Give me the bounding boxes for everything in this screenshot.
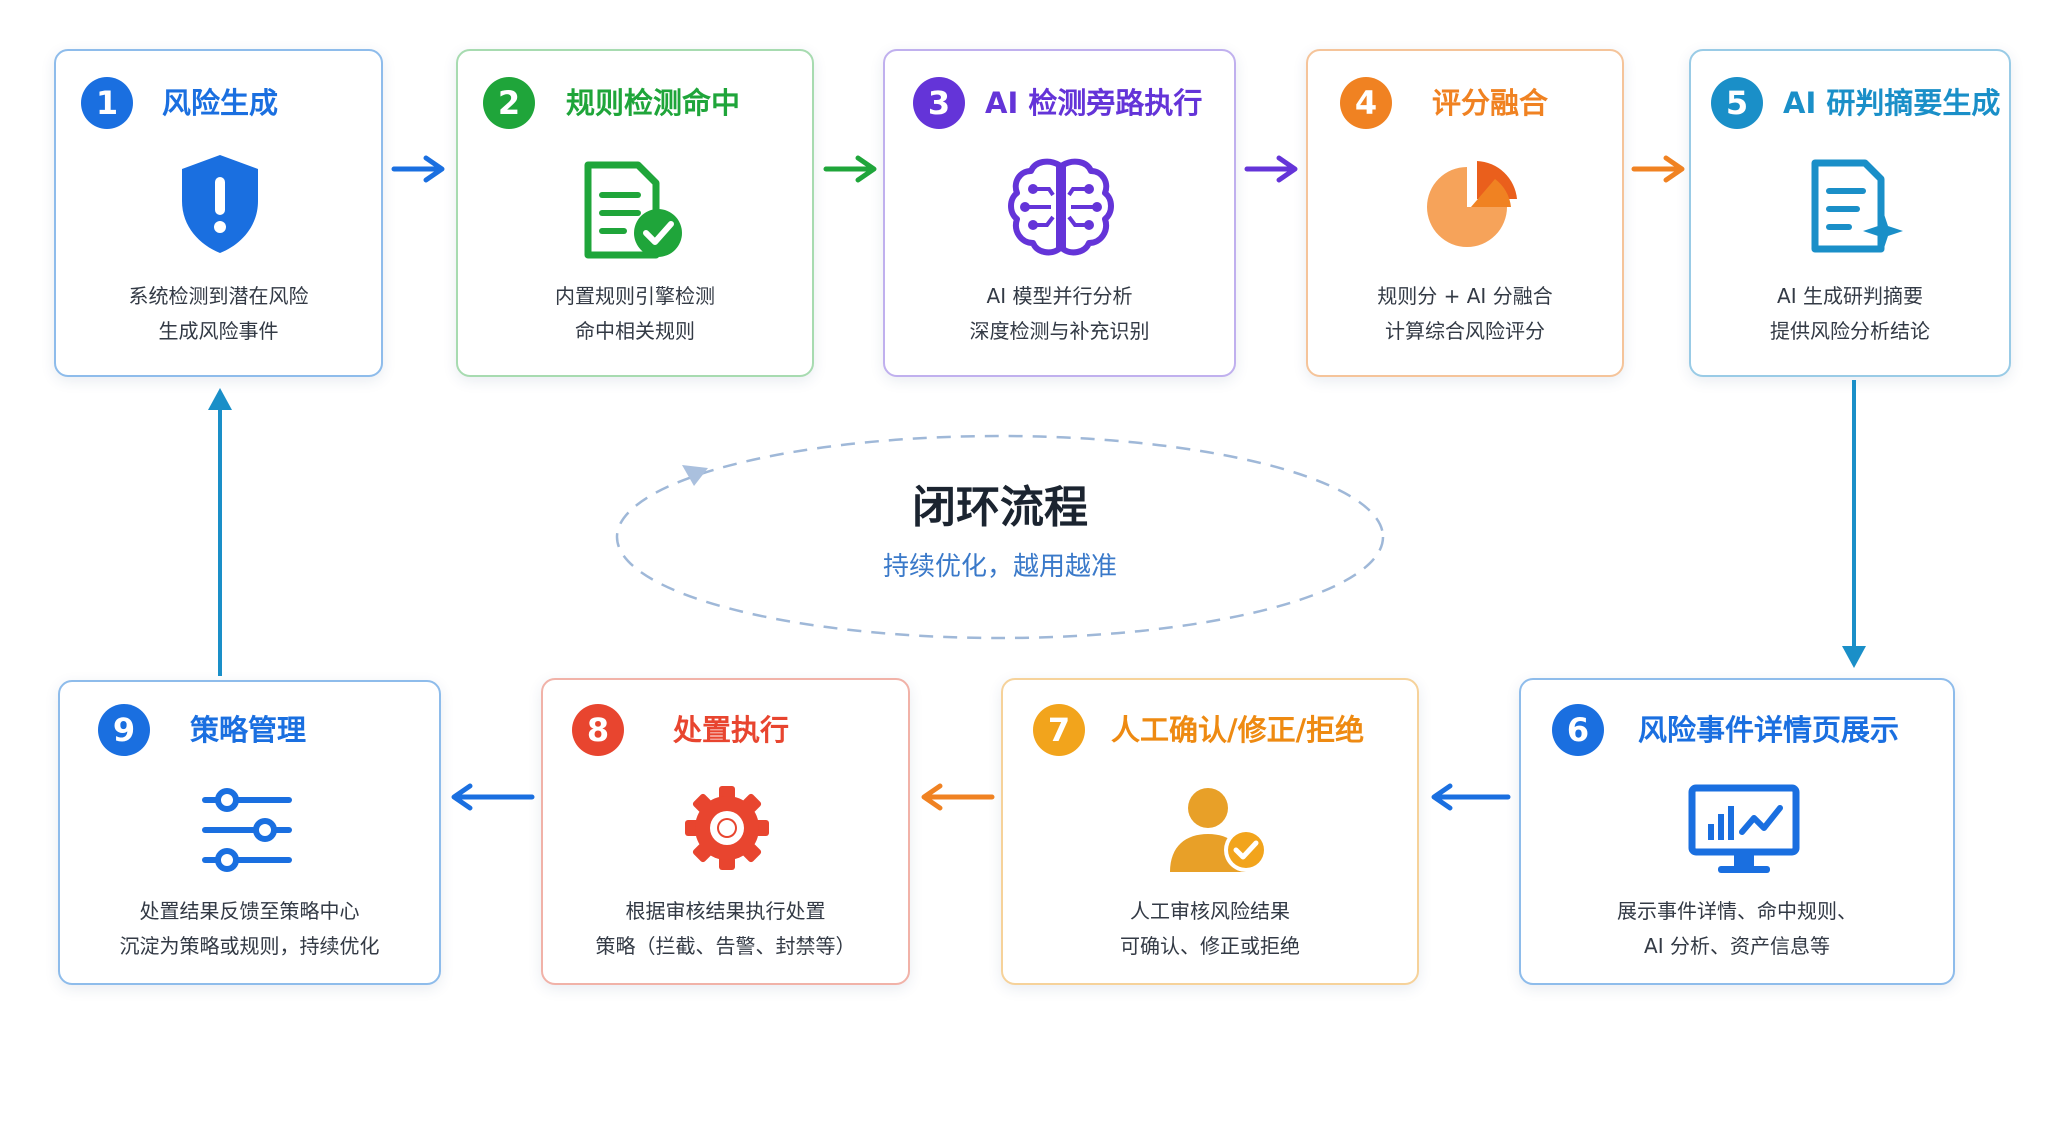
step-7-card: 7 人工确认/修正/拒绝 人工审核风险结果 可确认、修正或拒绝 — [1001, 678, 1419, 985]
step-3-badge: 3 — [913, 77, 965, 129]
step-2-card: 2 规则检测命中 内置规则引擎检测 命中相关规则 — [456, 49, 814, 377]
loop-subtitle: 持续优化，越用越准 — [882, 552, 1117, 582]
brain-circuit-icon — [1008, 158, 1114, 256]
step-3-card: 3 AI 检测旁路执行 AI 模型并行分析 深度检测与补充识别 — [883, 49, 1236, 377]
step-5-title: AI 研判摘要生成 — [1783, 86, 2001, 120]
step-9-title: 策略管理 — [190, 713, 307, 747]
step-8-desc-line-1: 根据审核结果执行处置 — [625, 899, 826, 923]
arrow-9-to-1 — [208, 388, 232, 676]
step-6-title: 风险事件详情页展示 — [1638, 713, 1900, 747]
loop-direction-arrowhead — [682, 465, 708, 486]
sliders-icon — [202, 788, 292, 872]
step-4-badge: 4 — [1340, 77, 1392, 129]
step-9-card: 9 策略管理 处置结果反馈至策略中心 沉淀为策略或规则，持续优化 — [58, 680, 441, 985]
step-3-desc-line-1: AI 模型并行分析 — [986, 284, 1133, 308]
step-3-desc-line-2: 深度检测与补充识别 — [969, 319, 1150, 343]
loop-title: 闭环流程 — [912, 482, 1088, 533]
step-7-badge: 7 — [1033, 704, 1085, 756]
step-8-desc-line-2: 策略（拦截、告警、封禁等） — [595, 934, 856, 958]
gear-icon — [685, 786, 769, 870]
arrow-6-to-7 — [1431, 783, 1511, 811]
step-1-title: 风险生成 — [162, 86, 279, 120]
arrow-1-to-2 — [391, 155, 445, 183]
step-2-desc-line-2: 命中相关规则 — [575, 319, 695, 343]
step-4-desc-line-2: 计算综合风险评分 — [1385, 319, 1545, 343]
step-7-desc-line-1: 人工审核风险结果 — [1130, 899, 1290, 923]
step-2-desc-line-1: 内置规则引擎检测 — [555, 284, 715, 308]
step-6-desc-line-2: AI 分析、资产信息等 — [1644, 934, 1830, 958]
step-2-title: 规则检测命中 — [566, 86, 741, 120]
document-sparkle-icon — [1811, 159, 1903, 253]
step-3-title: AI 检测旁路执行 — [985, 86, 1203, 120]
step-9-badge: 9 — [98, 704, 150, 756]
step-1-badge: 1 — [81, 77, 133, 129]
arrow-5-to-6 — [1842, 380, 1866, 668]
step-4-card: 4 评分融合 规则分 + AI 分融合 计算综合风险评分 — [1306, 49, 1624, 377]
step-8-card: 8 处置执行 根据审核结果执行处置 策略（拦截、告警、封禁等） — [541, 678, 910, 985]
step-5-desc-line-2: 提供风险分析结论 — [1770, 319, 1930, 343]
step-8-title: 处置执行 — [673, 713, 790, 747]
arrow-2-to-3 — [823, 155, 877, 183]
step-7-desc-line-2: 可确认、修正或拒绝 — [1120, 934, 1300, 958]
step-8-badge: 8 — [572, 704, 624, 756]
step-1-desc-line-1: 系统检测到潜在风险 — [128, 284, 309, 308]
closed-loop-ellipse — [615, 434, 1385, 640]
step-5-badge: 5 — [1711, 77, 1763, 129]
monitor-chart-icon — [1688, 784, 1800, 873]
arrow-8-to-9 — [451, 783, 535, 811]
step-1-desc-line-2: 生成风险事件 — [158, 319, 279, 343]
step-1-card: 1 风险生成 系统检测到潜在风险 生成风险事件 — [54, 49, 383, 377]
pie-chart-icon — [1427, 161, 1517, 247]
step-5-card: 5 AI 研判摘要生成 AI 生成研判摘要 提供风险分析结论 — [1689, 49, 2011, 377]
step-6-badge: 6 — [1552, 704, 1604, 756]
step-2-badge: 2 — [483, 77, 535, 129]
step-9-desc-line-2: 沉淀为策略或规则，持续优化 — [119, 934, 380, 958]
step-6-desc-line-1: 展示事件详情、命中规则、 — [1617, 899, 1857, 923]
step-4-title: 评分融合 — [1432, 86, 1549, 120]
step-5-desc-line-1: AI 生成研判摘要 — [1777, 284, 1923, 308]
step-6-card: 6 风险事件详情页展示 展示事件详情、命中规则、 AI 分析、资产信息等 — [1519, 678, 1955, 985]
arrow-4-to-5 — [1631, 155, 1685, 183]
step-9-desc-line-1: 处置结果反馈至策略中心 — [139, 899, 360, 923]
arrow-3-to-4 — [1244, 155, 1298, 183]
arrow-7-to-8 — [921, 783, 995, 811]
user-check-icon — [1170, 788, 1268, 872]
document-check-icon — [584, 161, 682, 259]
step-4-desc-line-1: 规则分 + AI 分融合 — [1377, 284, 1553, 308]
shield-alert-icon — [182, 155, 258, 253]
step-7-title: 人工确认/修正/拒绝 — [1111, 713, 1365, 747]
